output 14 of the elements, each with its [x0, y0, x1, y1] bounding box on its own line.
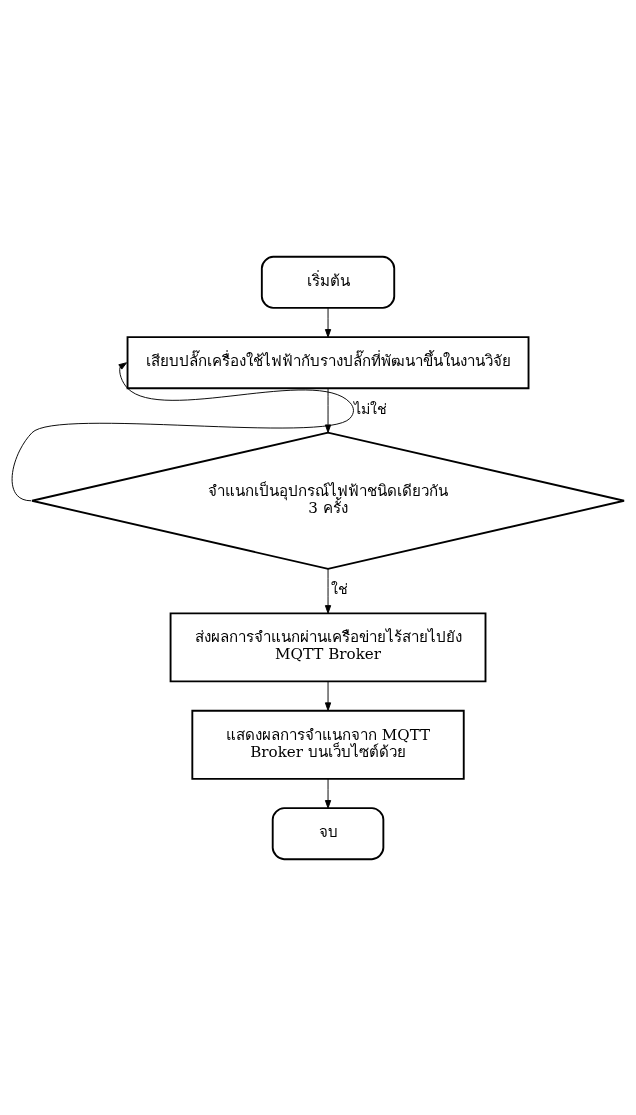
- arrow: [324, 307, 332, 338]
- edge-label: ใช่: [330, 580, 349, 597]
- node-diamond: จำแนกเป็นอุปกรณ์ไฟฟ้าชนิดเดียวกัน 3 ครั้ง: [31, 431, 625, 570]
- arrow: [11, 361, 354, 501]
- node-box: แสดงผลการจำแนกจาก MQTT Broker บนเว็บไซต์ด้วย: [191, 709, 465, 780]
- arrow: [324, 568, 332, 614]
- node-box: ส่งผลการจำแนกผ่านเครือข่ายไร้สายไปยัง MQTT Broker: [169, 611, 487, 682]
- node-box: เสียบปลั๊กเครื่องใช้ไฟฟ้ากับรางปลั๊กที่พัฒนาขึ้นในงานวิจัย: [126, 335, 530, 389]
- arrow: [324, 777, 332, 809]
- node-box: เริ่มต้น: [260, 255, 396, 309]
- edge-label: ไม่ใช่: [354, 400, 388, 417]
- node-box: จบ: [271, 806, 385, 860]
- arrow: [324, 387, 332, 433]
- arrow: [324, 680, 332, 711]
